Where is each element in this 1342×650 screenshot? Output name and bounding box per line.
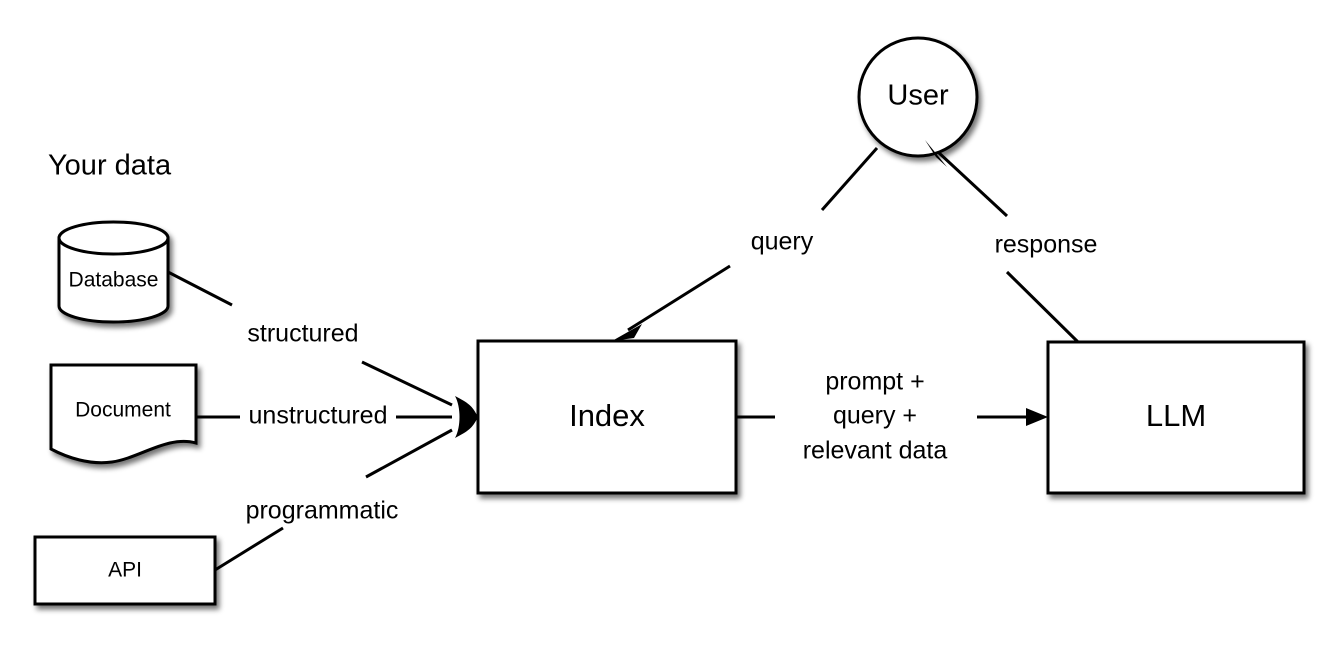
- edge-label-programmatic: programmatic: [246, 497, 399, 525]
- database-cylinder-top: [57, 220, 170, 256]
- edge-llm-user-segment1: [1005, 270, 1080, 344]
- node-user[interactable]: [857, 36, 979, 158]
- edge-label-prompt-line2: query +: [833, 402, 917, 430]
- document-shape-path: [49, 363, 198, 465]
- edge-label-unstructured: unstructured: [249, 402, 388, 430]
- edge-user-index-segment1: [820, 147, 879, 211]
- response-arrowhead: [925, 140, 947, 167]
- llm-rectangle: [1046, 340, 1306, 495]
- index-rectangle: [476, 339, 738, 495]
- node-document[interactable]: [49, 363, 198, 465]
- database-cylinder-body: [57, 236, 170, 324]
- edge-label-response: response: [995, 231, 1098, 259]
- edge-llm-user-segment2: [936, 150, 1009, 218]
- edge-database-index-segment2: [361, 360, 453, 407]
- edge-api-index-segment2: [365, 428, 453, 479]
- node-llm[interactable]: [1046, 340, 1306, 495]
- api-rectangle: [33, 535, 217, 606]
- query-arrowhead: [612, 324, 642, 341]
- edge-label-prompt-line3: relevant data: [803, 437, 948, 465]
- node-label-document: Document: [75, 399, 171, 422]
- edge-database-index-segment1: [167, 270, 233, 307]
- node-label-api: API: [108, 559, 142, 582]
- node-label-database: Database: [69, 269, 159, 292]
- node-index[interactable]: [476, 339, 738, 495]
- edge-api-index-segment1: [214, 526, 284, 572]
- edge-user-index-segment2: [627, 264, 731, 332]
- node-label-index: Index: [569, 398, 645, 433]
- index-input-arrowhead: [455, 396, 478, 438]
- node-database[interactable]: [57, 220, 170, 324]
- edge-label-prompt-line1: prompt +: [825, 368, 924, 396]
- edge-label-structured: structured: [247, 320, 358, 348]
- section-title-your-data: Your data: [48, 150, 172, 182]
- node-api[interactable]: [33, 535, 217, 606]
- node-label-user: User: [887, 80, 949, 112]
- node-label-llm: LLM: [1146, 398, 1206, 433]
- llm-input-arrowhead: [1026, 408, 1048, 426]
- edge-label-query: query: [751, 228, 814, 256]
- user-circle: [857, 36, 979, 158]
